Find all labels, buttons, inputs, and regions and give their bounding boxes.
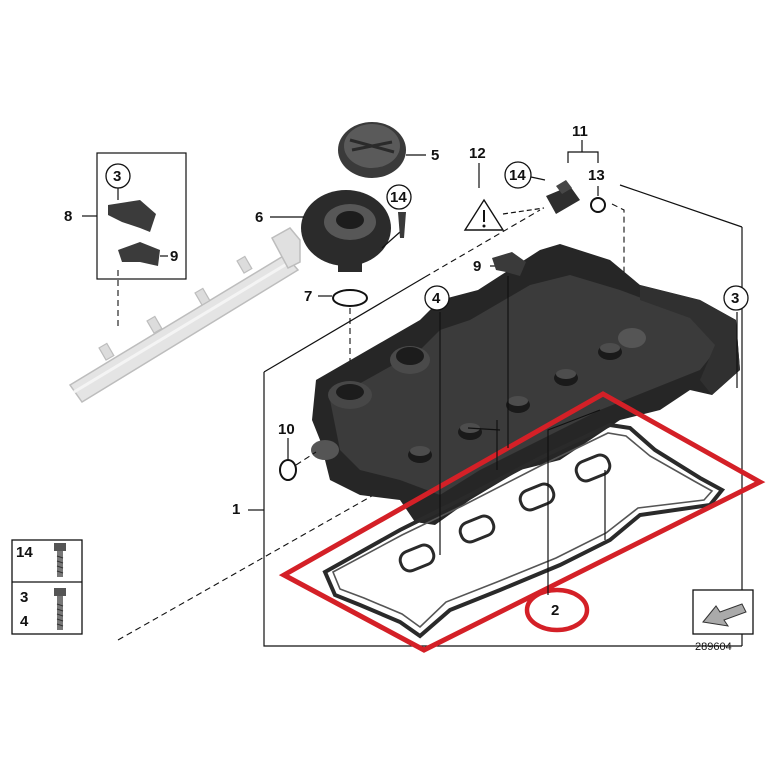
label-14-legend: 14 <box>16 544 33 561</box>
callout-labels: 1 2 3 3 3 4 4 5 6 7 8 9 9 10 11 12 13 14… <box>16 123 739 653</box>
label-8: 8 <box>64 208 72 225</box>
label-13: 13 <box>588 167 605 184</box>
label-14-cap: 14 <box>390 189 407 206</box>
label-10: 10 <box>278 421 295 438</box>
label-1: 1 <box>232 501 240 518</box>
screw-14-legend <box>54 543 66 577</box>
leader-lines <box>248 265 738 595</box>
warning-triangle-icon <box>482 210 486 228</box>
label-7: 7 <box>304 288 312 305</box>
screw-legend <box>11 539 83 635</box>
cylinder-head-cover <box>311 244 740 525</box>
clip-kit-box <box>82 152 187 330</box>
gasket-set <box>322 422 726 639</box>
label-4: 4 <box>432 290 441 307</box>
callout-circles <box>424 285 749 311</box>
label-2: 2 <box>551 602 559 619</box>
diagram-number: 289604 <box>695 641 732 653</box>
oring-10 <box>279 451 317 481</box>
oring-7 <box>318 289 368 378</box>
arrow-icon <box>702 603 747 627</box>
screw-3-4-legend <box>54 588 66 630</box>
label-4-legend: 4 <box>20 613 29 630</box>
fuel-rail <box>68 227 301 404</box>
bracket-9 <box>492 252 526 276</box>
oil-separator <box>270 190 401 272</box>
label-11: 11 <box>572 123 588 140</box>
label-12: 12 <box>469 145 486 162</box>
label-14-sensor: 14 <box>509 167 526 184</box>
label-5: 5 <box>431 147 439 164</box>
label-3-box: 3 <box>113 168 121 185</box>
label-6: 6 <box>255 209 263 226</box>
oil-cap <box>338 122 426 178</box>
screw-14 <box>386 184 412 238</box>
label-3-right: 3 <box>731 290 739 307</box>
label-9-main: 9 <box>473 258 481 275</box>
label-3-legend: 3 <box>20 589 28 606</box>
orientation-box <box>692 589 754 635</box>
label-9-box: 9 <box>170 248 178 265</box>
